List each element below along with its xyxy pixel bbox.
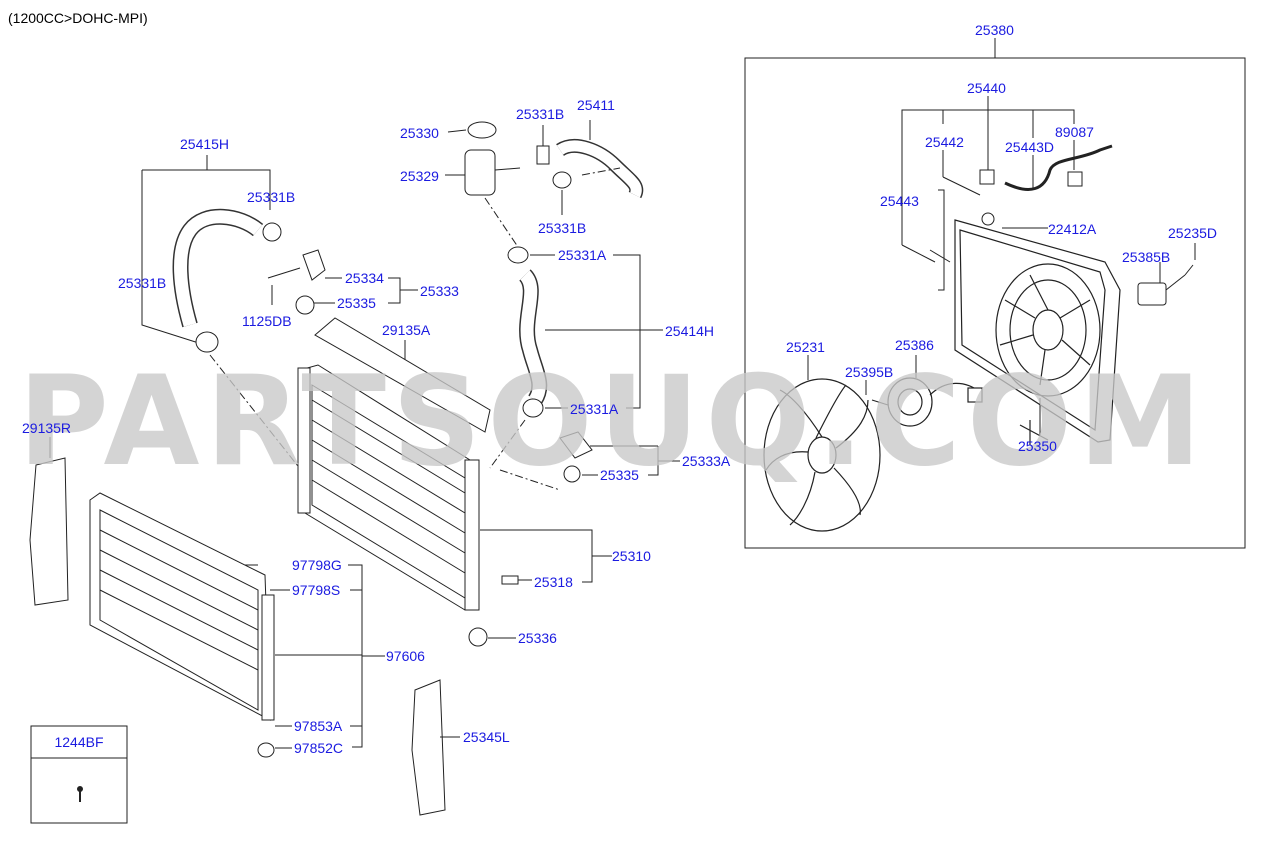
part-label-25414H[interactable]: 25414H <box>665 323 715 339</box>
mount-25336 <box>468 627 488 647</box>
temp-sensor <box>501 575 519 585</box>
part-label-25411[interactable]: 25411 <box>577 97 615 113</box>
part-label-29135A[interactable]: 29135A <box>382 322 431 338</box>
part-label-97852C[interactable]: 97852C <box>294 740 344 756</box>
part-label-25385B[interactable]: 25385B <box>1122 249 1171 265</box>
part-label-25345L[interactable]: 25345L <box>463 729 510 745</box>
part-label-25235D[interactable]: 25235D <box>1168 225 1218 241</box>
part-label-25333A[interactable]: 25333A <box>682 453 731 469</box>
part-label-25231[interactable]: 25231 <box>786 339 825 355</box>
watermark: PARTSOUQ.COM <box>18 350 1208 494</box>
bracket-25334 <box>302 249 326 281</box>
fan-blade <box>763 378 881 532</box>
part-label-25442[interactable]: 25442 <box>925 134 964 150</box>
air-guard-29135R <box>29 457 69 606</box>
part-label-1125DB[interactable]: 1125DB <box>242 313 292 329</box>
part-label-97606[interactable]: 97606 <box>386 648 425 664</box>
air-guard-29135A <box>314 317 491 433</box>
part-label-25443[interactable]: 25443 <box>880 193 919 209</box>
fan-motor <box>887 377 983 427</box>
part-label-25335-upper[interactable]: 25335 <box>337 295 376 311</box>
bracket-25333A <box>559 431 593 459</box>
resistor <box>1137 282 1167 306</box>
reservoir-cap <box>981 212 995 226</box>
filler-neck <box>464 149 496 196</box>
part-label-97798S[interactable]: 97798S <box>292 582 341 598</box>
fan-shroud <box>954 219 1121 445</box>
part-label-25310[interactable]: 25310 <box>612 548 651 564</box>
part-label-25386[interactable]: 25386 <box>895 337 934 353</box>
part-label-25333[interactable]: 25333 <box>420 283 459 299</box>
part-label-25440[interactable]: 25440 <box>967 80 1006 96</box>
part-label-29135R[interactable]: 29135R <box>22 420 72 436</box>
air-guard-25345L <box>411 679 446 816</box>
engine-spec-header: (1200CC>DOHC-MPI) <box>8 10 148 26</box>
radiator-core <box>297 364 480 611</box>
part-label-25329[interactable]: 25329 <box>400 168 439 184</box>
part-label-25331B-left[interactable]: 25331B <box>118 275 167 291</box>
part-label-22412A[interactable]: 22412A <box>1048 221 1097 237</box>
part-label-25395B[interactable]: 25395B <box>845 364 894 380</box>
part-label-25331A-upper[interactable]: 25331A <box>558 247 607 263</box>
part-label-97798G[interactable]: 97798G <box>292 557 342 573</box>
radiator-cap <box>467 121 497 139</box>
part-label-25380[interactable]: 25380 <box>975 22 1014 38</box>
inset-box <box>30 725 128 824</box>
part-label-25334[interactable]: 25334 <box>345 270 384 286</box>
part-label-25443D[interactable]: 25443D <box>1005 139 1055 155</box>
part-label-25336[interactable]: 25336 <box>518 630 557 646</box>
condenser <box>89 492 275 721</box>
wire-harness <box>1004 144 1113 191</box>
part-label-25331B-mid[interactable]: 25331B <box>538 220 587 236</box>
part-label-25415H[interactable]: 25415H <box>180 136 230 152</box>
inset-box-part-label: 1244BF <box>54 734 104 750</box>
part-label-89087[interactable]: 89087 <box>1055 124 1094 140</box>
part-label-25350[interactable]: 25350 <box>1018 438 1057 454</box>
part-label-25331B-hose[interactable]: 25331B <box>247 189 296 205</box>
part-label-25331B-top[interactable]: 25331B <box>516 106 565 122</box>
part-label-25335-lower[interactable]: 25335 <box>600 467 639 483</box>
part-label-25330[interactable]: 25330 <box>400 125 439 141</box>
part-label-25331A-lower[interactable]: 25331A <box>570 401 619 417</box>
part-label-97853A[interactable]: 97853A <box>294 718 343 734</box>
part-label-25318[interactable]: 25318 <box>534 574 573 590</box>
